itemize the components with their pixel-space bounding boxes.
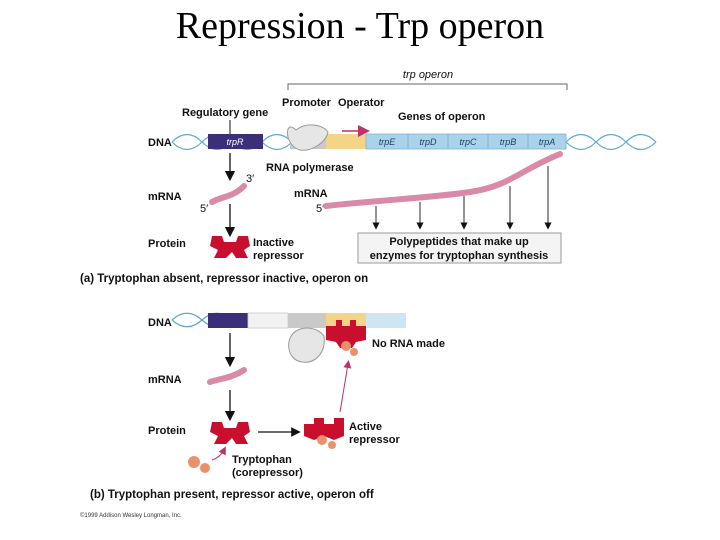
rna-polymerase-label: RNA polymerase [266,162,354,174]
tryptophan-molecules [188,456,210,473]
mrna-label-operon: mRNA [294,188,328,200]
inactive-label-2: repressor [253,250,304,262]
trpR-mrna-a [209,183,247,205]
operon-genes-box-b [366,313,406,328]
trp-operon-label: trp operon [403,69,453,81]
promoter-label: Promoter [282,97,332,109]
caption-a: (a) Tryptophan absent, repressor inactiv… [80,273,368,285]
active-label-1: Active [349,421,382,433]
dna-label-a: DNA [148,137,172,149]
inactive-label-1: Inactive [253,237,294,249]
trpR-mrna-b [207,367,247,385]
mrna-label-a: mRNA [148,191,182,203]
bound-repressor [326,320,366,356]
operon-mrna [323,151,563,209]
trpD-label: trpD [419,137,437,147]
inactive-repressor-shape [210,236,250,258]
operator-box-a [326,134,366,149]
five-prime-label-a: 5′ [200,203,208,215]
protein-label-a: Protein [148,238,186,250]
spacer-box-b [247,312,289,329]
polypeptides-label-1: Polypeptides that make up [389,236,529,248]
rna-polymerase-b [288,327,325,363]
trpR-gene-box-b [208,313,248,328]
operon-genes: trpE trpD trpC trpB trpA [365,133,567,150]
trpA-label: trpA [539,137,556,147]
no-rna-label: No RNA made [372,338,445,350]
trp-operon-bracket: trp operon [287,69,568,90]
arrow-repressor-binds-operator [339,360,352,413]
trpE-label: trpE [379,137,397,147]
tryptophan-label-1: Tryptophan [232,454,292,466]
dna-label-b: DNA [148,317,172,329]
translation-arrows [372,166,552,230]
active-label-2: repressor [349,434,400,446]
trpC-label: trpC [459,137,477,147]
slide-title: Repression - Trp operon [175,5,545,47]
regulatory-gene-label: Regulatory gene [182,107,268,119]
mrna-label-b: mRNA [148,374,182,386]
five-prime-operon: 5′ [316,203,324,215]
trpR-gene-box-a [208,134,263,149]
polypeptides-label-2: enzymes for tryptophan synthesis [370,250,549,262]
arrow-tryptophan-binding [211,446,226,461]
polypeptides-box [357,232,562,264]
copyright-notice: ©1999 Addison Wesley Longman, Inc. [80,512,182,519]
caption-b: (b) Tryptophan present, repressor active… [90,489,374,501]
genes-of-operon-label: Genes of operon [398,111,486,123]
three-prime-label-a: 3′ [246,173,254,185]
protein-label-b: Protein [148,425,186,437]
tryptophan-label-2: (corepressor) [232,467,303,479]
operator-label: Operator [338,97,385,109]
promoter-box-b [288,313,326,328]
active-repressor-shape [304,418,344,449]
operator-box-b [326,313,366,328]
repressor-protein-b [210,422,250,444]
trpB-label: trpB [500,137,517,147]
trpR-gene-label: trpR [226,137,244,147]
rna-polymerase-a [287,124,329,151]
